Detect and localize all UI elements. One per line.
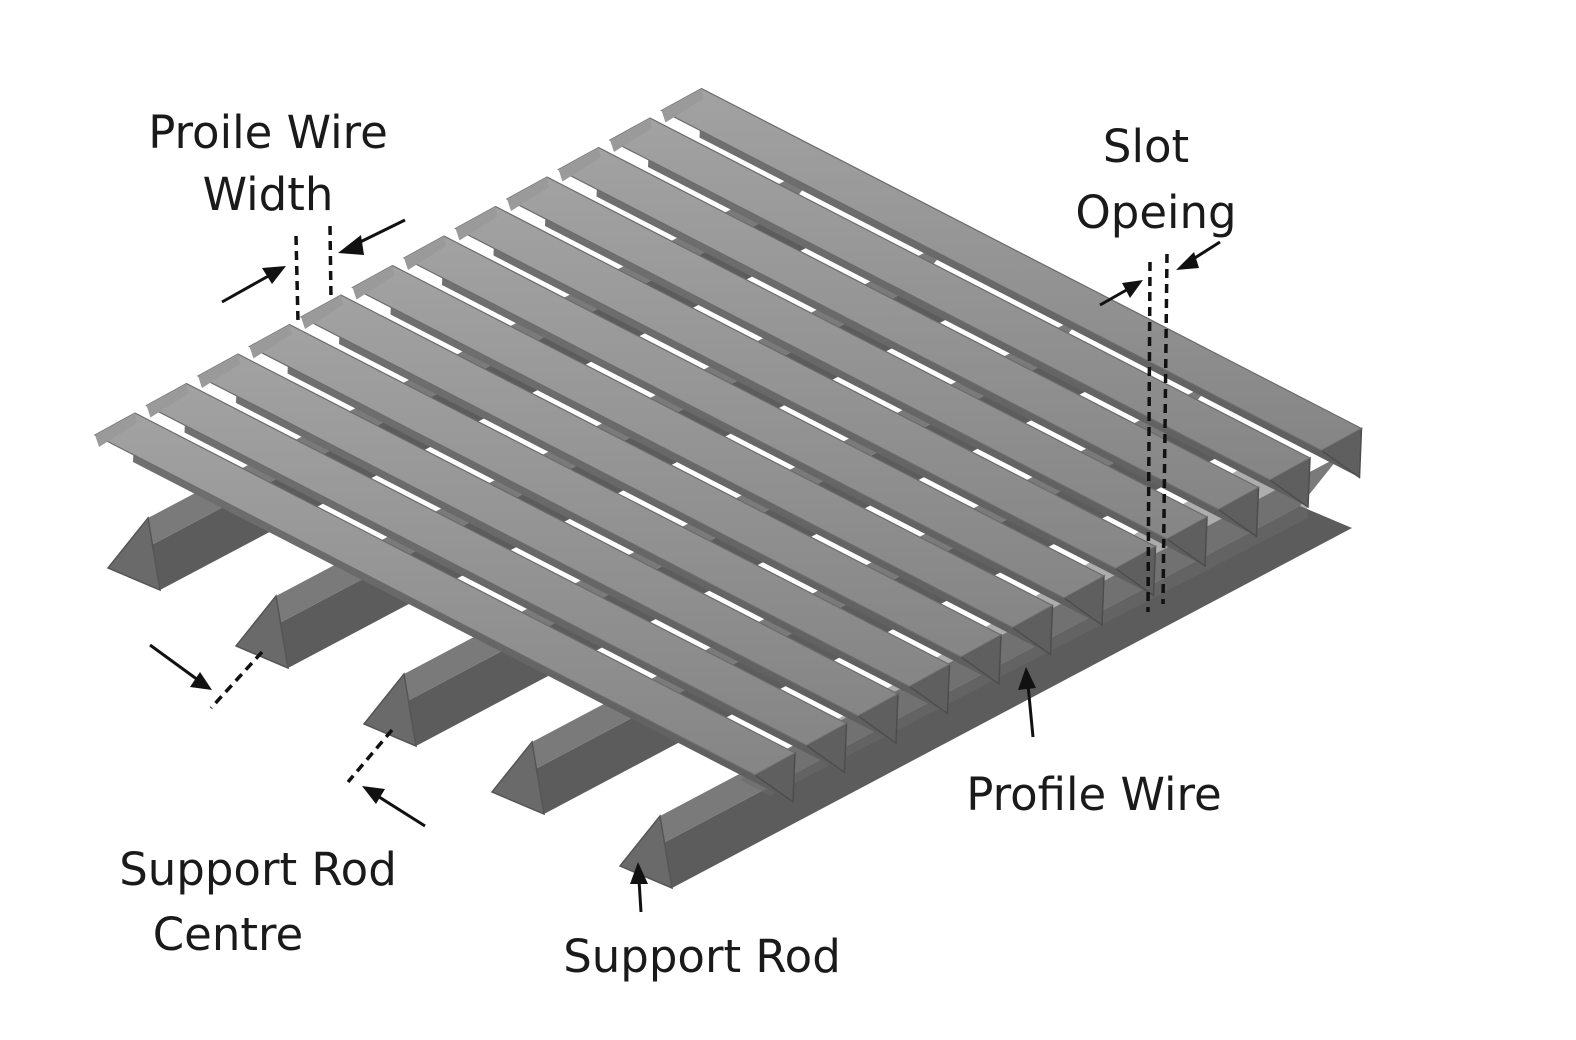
- profile-wire-9: [505, 176, 1209, 568]
- rod-centre-arrow-2-head: [362, 786, 385, 804]
- profile-wire-11: [608, 117, 1312, 509]
- support-rod-centre-label-line2: Centre: [153, 908, 303, 961]
- wire-width-arrow-left-head: [262, 266, 286, 284]
- profile-wire-arrow-shaft: [1026, 684, 1035, 738]
- rod-centre-arrow-1-head: [190, 672, 212, 690]
- dimension-lines: [209, 225, 1169, 784]
- labels: Proile Wire Width Slot Opeing Profile Wi…: [119, 106, 1236, 983]
- support-rod-centre-label-line1: Support Rod: [119, 843, 397, 896]
- slot-arrow-left-shaft: [1099, 286, 1131, 307]
- slot-dash-left: [1146, 261, 1152, 613]
- slot-opening-label-line2: Opeing: [1075, 186, 1236, 239]
- profile-wire-width-label-line2: Width: [203, 168, 334, 221]
- slot-opening-label-line1: Slot: [1103, 120, 1189, 173]
- rod-centre-dash-1: [209, 650, 264, 710]
- profile-wire-12: [660, 87, 1363, 479]
- wire-width-dash-right: [328, 225, 333, 301]
- wire-width-dash-left: [294, 235, 300, 323]
- support-rod-arrow-head: [630, 862, 648, 884]
- support-rod-label: Support Rod: [563, 930, 841, 983]
- wire-width-arrow-right-head: [338, 235, 364, 255]
- slot-arrow-right-head: [1176, 252, 1199, 270]
- profile-wire-10: [557, 146, 1260, 538]
- arrows: [149, 218, 1221, 913]
- profile-wire-2: [145, 382, 848, 774]
- support-rod-arrow-shaft: [637, 879, 643, 913]
- slot-dash-right: [1161, 253, 1169, 605]
- rod-centre-arrow-1-shaft: [149, 643, 199, 682]
- profile-wire-7: [402, 235, 1106, 627]
- profile-wire-3: [196, 353, 900, 745]
- slot-arrow-left-head: [1122, 280, 1143, 298]
- rod-centre-dash-2: [346, 728, 394, 784]
- profile-wire-1: [93, 412, 797, 804]
- profile-wire-5: [299, 294, 1003, 686]
- profile-wires: [93, 87, 1363, 804]
- profile-wire-label: Profile Wire: [966, 768, 1221, 821]
- profile-wire-arrow-head: [1018, 667, 1036, 690]
- profile-wire-8: [454, 205, 1157, 597]
- profile-wire-4: [248, 323, 951, 715]
- wire-width-arrow-left-shaft: [221, 272, 273, 304]
- profile-wire-6: [351, 264, 1054, 656]
- profile-wire-width-label-line1: Proile Wire: [148, 106, 388, 159]
- rod-centre-arrow-2-shaft: [375, 793, 426, 828]
